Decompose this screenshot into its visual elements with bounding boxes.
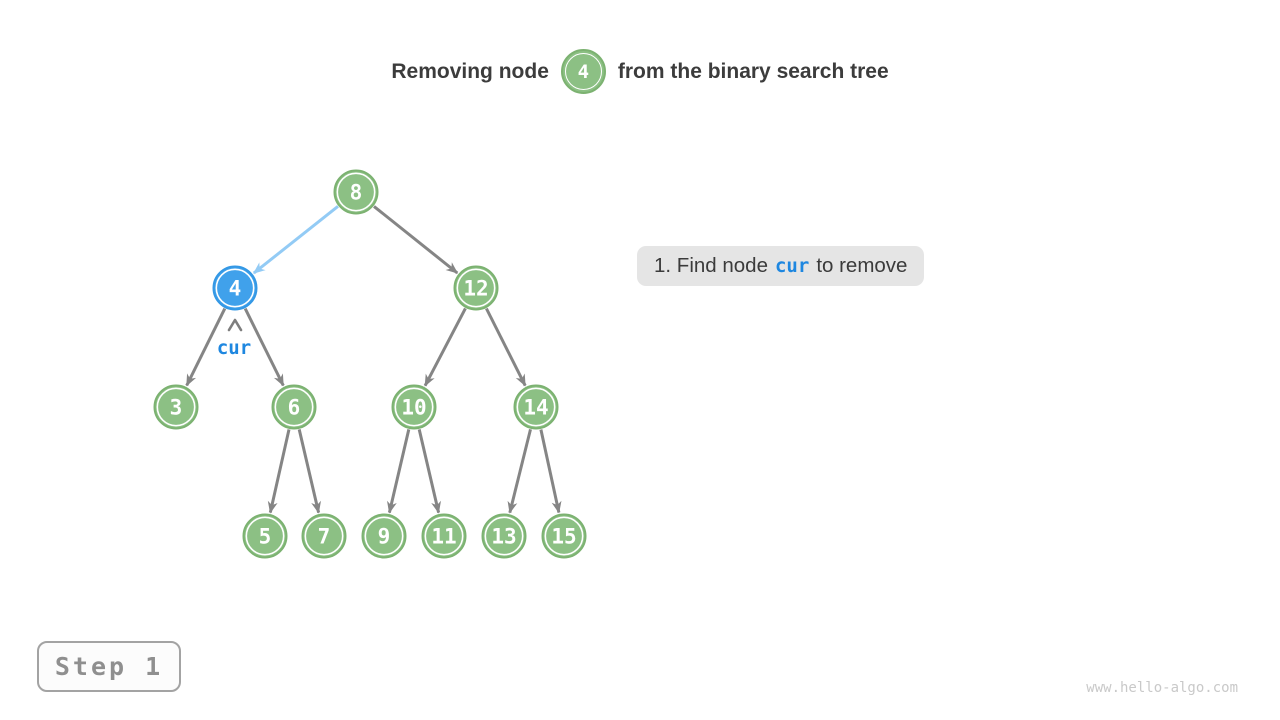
watermark: www.hello-algo.com (1086, 680, 1238, 696)
title-prefix: Removing node (391, 59, 549, 83)
tree-node-value: 4 (229, 277, 242, 301)
tree-node-value: 12 (463, 277, 488, 301)
diagram-title: Removing node 4 from the binary search t… (0, 49, 1280, 94)
annotation-cur-highlight: cur (774, 255, 810, 277)
annotation-box: 1. Find node cur to remove (637, 246, 925, 286)
tree-node-15: 15 (541, 513, 587, 559)
tree-edge-10-11 (417, 429, 441, 514)
tree-node-value: 14 (523, 396, 548, 420)
tree-edge-6-5 (267, 429, 291, 514)
tree-nodes: 8 4 12 3 6 10 14 5 7 9 11 13 15 (153, 169, 587, 559)
tree-node-7: 7 (301, 513, 347, 559)
tree-node-value: 9 (378, 525, 391, 549)
tree-node-value: 7 (318, 525, 331, 549)
tree-node-13: 13 (481, 513, 527, 559)
tree-edge-10-9 (387, 429, 411, 514)
tree-node-14: 14 (513, 384, 559, 430)
tree-edge-4-6 (243, 307, 285, 387)
tree-edge-12-10 (423, 307, 467, 387)
tree-node-value: 8 (350, 181, 363, 205)
tree-node-3: 3 (153, 384, 199, 430)
tree-node-value: 3 (170, 396, 183, 420)
tree-node-value: 6 (288, 396, 301, 420)
tree-node-value: 5 (259, 525, 272, 549)
title-suffix: from the binary search tree (617, 59, 889, 83)
tree-edge-6-7 (297, 429, 321, 514)
tree-node-4: 4 (212, 265, 258, 311)
tree-node-8: 8 (333, 169, 379, 215)
tree-edges (185, 205, 562, 514)
cur-pointer-caret-icon (227, 318, 243, 332)
tree-node-value: 11 (431, 525, 456, 549)
tree-node-value: 10 (401, 396, 426, 420)
tree-edge-8-12 (373, 205, 459, 275)
title-node-circle: 4 (560, 49, 606, 94)
tree-node-value: 15 (551, 525, 576, 549)
tree-node-6: 6 (271, 384, 317, 430)
annotation-text-after: to remove (816, 254, 908, 277)
tree-edge-12-14 (485, 307, 527, 387)
step-badge: Step 1 (37, 641, 181, 692)
tree-node-5: 5 (242, 513, 288, 559)
tree-edge-14-15 (539, 429, 562, 514)
tree-node-value: 13 (491, 525, 516, 549)
tree-edge-14-13 (507, 428, 532, 514)
tree-edge-4-3 (185, 307, 227, 387)
tree-edge-8-4 (252, 205, 339, 275)
tree-node-11: 11 (421, 513, 467, 559)
cur-pointer-label: cur (216, 337, 252, 359)
annotation-text-before: 1. Find node (654, 254, 768, 277)
tree-node-10: 10 (391, 384, 437, 430)
tree-node-12: 12 (453, 265, 499, 311)
tree-node-9: 9 (361, 513, 407, 559)
